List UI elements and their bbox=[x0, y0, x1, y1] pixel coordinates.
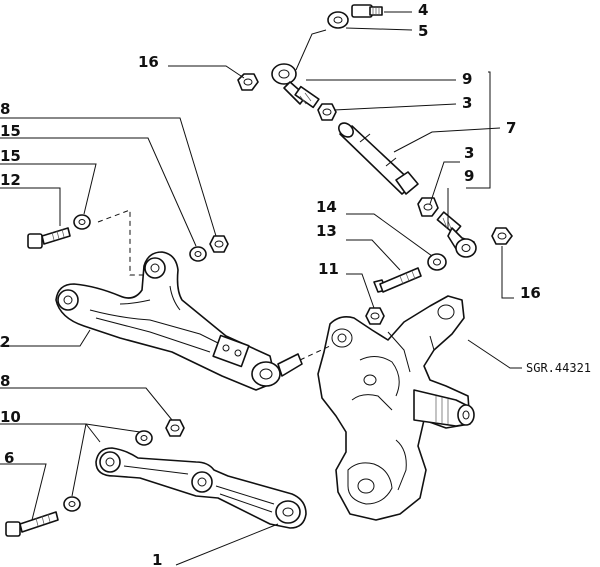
callout-8-upper: 8 bbox=[0, 100, 10, 118]
callout-13: 13 bbox=[316, 222, 337, 240]
callout-15-b: 15 bbox=[0, 147, 21, 165]
callout-6: 6 bbox=[4, 449, 14, 467]
callout-4: 4 bbox=[418, 1, 428, 19]
part-bolt-4 bbox=[351, 4, 383, 18]
part-nut-3-lower bbox=[417, 197, 439, 217]
part-ball-joint-9-lower bbox=[436, 211, 477, 258]
callout-1: 1 bbox=[152, 551, 162, 567]
part-nut-8-lower bbox=[165, 419, 185, 437]
leader-lines bbox=[0, 11, 522, 566]
callout-3-lower: 3 bbox=[464, 144, 474, 162]
callout-7: 7 bbox=[506, 119, 516, 137]
callout-9-upper: 9 bbox=[462, 70, 472, 88]
callout-16-upper: 16 bbox=[138, 53, 159, 71]
callout-3-upper: 3 bbox=[462, 94, 472, 112]
part-washer-10-a bbox=[135, 430, 153, 446]
assembly-guide-dashed bbox=[97, 209, 145, 276]
part-nut-3-upper bbox=[317, 103, 337, 121]
callout-14: 14 bbox=[316, 198, 337, 216]
drawing-reference-code: SGR.44321 bbox=[526, 361, 591, 375]
part-nut-16-right bbox=[491, 227, 513, 245]
part-washer-15-b bbox=[73, 214, 91, 230]
callout-15-a: 15 bbox=[0, 122, 21, 140]
part-washer-10-b bbox=[63, 496, 81, 512]
callout-5: 5 bbox=[418, 22, 428, 40]
callout-16-right: 16 bbox=[520, 284, 541, 302]
part-nut-8-upper bbox=[209, 235, 229, 253]
part-bolt-6 bbox=[5, 511, 59, 537]
callout-12: 12 bbox=[0, 171, 21, 189]
callout-11: 11 bbox=[318, 260, 339, 278]
part-bolt-13 bbox=[373, 267, 422, 293]
part-washer-14 bbox=[427, 253, 447, 271]
callout-9-lower: 9 bbox=[464, 167, 474, 185]
part-nut-11 bbox=[365, 307, 385, 325]
callout-8-lower: 8 bbox=[0, 372, 10, 390]
part-upper-arm-2 bbox=[55, 251, 303, 391]
part-bolt-12 bbox=[27, 227, 71, 249]
part-ball-joint-9-upper bbox=[271, 63, 320, 109]
part-washer-15-a bbox=[189, 246, 207, 262]
callout-10: 10 bbox=[0, 408, 21, 426]
part-sleeve-7 bbox=[338, 122, 419, 195]
part-nut-16-upper bbox=[237, 73, 259, 91]
part-hub-carrier bbox=[299, 295, 475, 521]
part-washer-5 bbox=[327, 11, 349, 29]
callout-2: 2 bbox=[0, 333, 10, 351]
part-lower-arm-1 bbox=[95, 447, 307, 529]
